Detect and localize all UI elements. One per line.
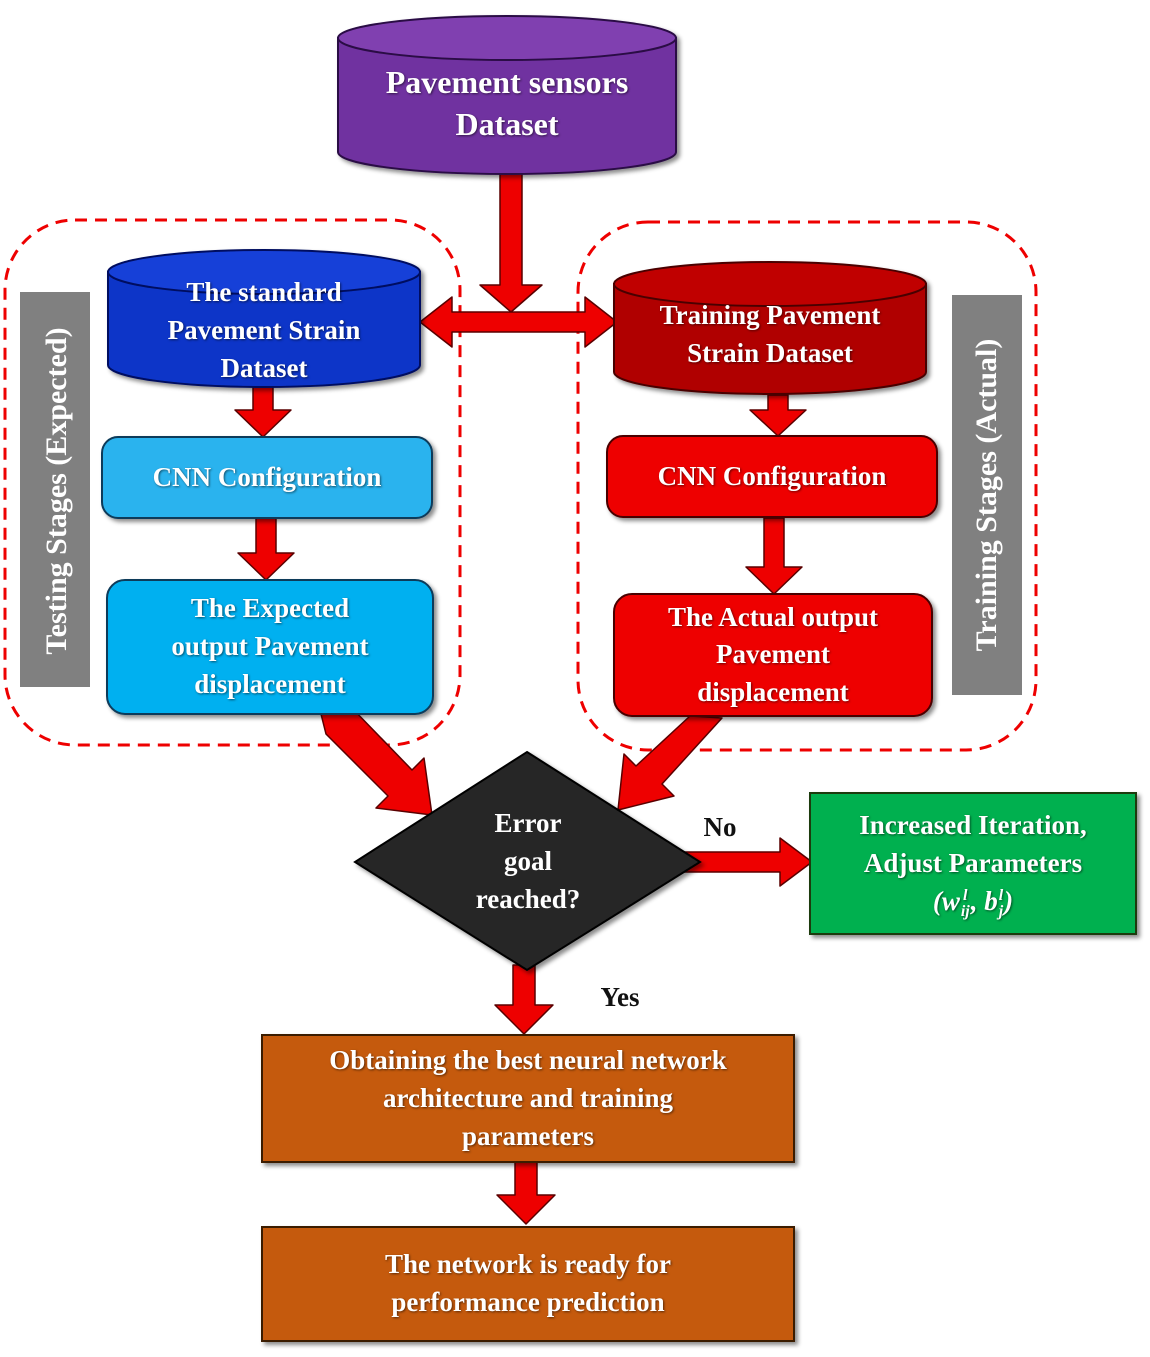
arrow-sensors-down xyxy=(479,169,543,313)
actual-label: The Actual output Pavement displacement xyxy=(614,596,932,714)
sensors-line2: Dataset xyxy=(455,106,559,142)
decision-line2: goal xyxy=(503,846,552,877)
cnn-left-label: CNN Configuration xyxy=(152,461,382,492)
decision-label: Error goal reached? xyxy=(430,803,626,921)
training-db-line1: Training Pavement xyxy=(659,300,881,331)
sensors-line1: Pavement sensors xyxy=(385,64,629,101)
expected-box xyxy=(106,579,434,715)
best-line1: Obtaining the best neural network xyxy=(329,1045,727,1076)
actual-line3: displacement xyxy=(697,676,849,707)
standard-line3: Dataset xyxy=(220,352,308,383)
decision-diamond xyxy=(353,750,702,972)
sensors-cylinder-body xyxy=(337,37,677,175)
standard-cylinder-top xyxy=(107,249,421,295)
cnn-left-box xyxy=(101,436,433,519)
arrow-best-to-ready xyxy=(496,1161,556,1225)
formula-close: ) xyxy=(1004,885,1014,916)
decision-line3: reached? xyxy=(475,883,581,914)
best-line2: architecture and training xyxy=(383,1083,673,1114)
actual-line1: The Actual output xyxy=(667,602,879,633)
arrow-expected-to-decision xyxy=(319,705,433,816)
formula-open: (w xyxy=(932,885,960,916)
testing-side-label: Testing Stages (Expected) xyxy=(40,327,73,655)
best-line3: parameters xyxy=(462,1120,594,1151)
arrow-yes xyxy=(494,964,554,1035)
arrow-right-1 xyxy=(749,394,807,437)
formula-b-sub: j xyxy=(998,902,1004,920)
training-side-label: Training Stages (Actual) xyxy=(970,338,1003,652)
standard-label: The standard Pavement Strain Dataset xyxy=(108,275,420,387)
standard-line1: The standard xyxy=(186,277,342,308)
edge-label-yes: Yes xyxy=(600,982,640,1013)
formula-w-sup: l xyxy=(963,886,968,904)
arrow-right-2 xyxy=(745,517,803,595)
ready-box xyxy=(261,1226,795,1342)
ready-line1: The network is ready for xyxy=(385,1249,671,1280)
testing-side-panel xyxy=(20,292,90,687)
ready-label: The network is ready for performance pre… xyxy=(262,1232,794,1336)
arrow-left-2 xyxy=(237,517,295,581)
training-db-line2: Strain Dataset xyxy=(687,338,853,368)
training-cylinder-body xyxy=(613,283,927,395)
standard-cylinder-body xyxy=(107,271,421,388)
adjust-line2: Adjust Parameters xyxy=(863,848,1083,879)
arrow-left-1 xyxy=(234,384,292,438)
best-box xyxy=(261,1034,795,1163)
sensors-cylinder-top xyxy=(337,15,677,61)
actual-box xyxy=(613,593,933,717)
expected-line1: The Expected xyxy=(190,593,350,624)
training-side-panel xyxy=(952,295,1022,695)
sensors-label: Pavement sensors Dataset xyxy=(338,58,676,150)
standard-line2: Pavement Strain xyxy=(167,315,361,346)
best-label: Obtaining the best neural network archit… xyxy=(262,1040,794,1158)
cnn-right-box xyxy=(606,435,938,518)
training-cylinder-top xyxy=(613,261,927,307)
training-group-border xyxy=(576,220,1038,752)
adjust-box xyxy=(809,792,1137,935)
adjust-line1: Increased Iteration, xyxy=(859,810,1087,841)
adjust-label: Increased Iteration, Adjust Parameters (… xyxy=(810,798,1136,930)
actual-line2: Pavement xyxy=(716,639,830,670)
formula-b-sup: l xyxy=(998,886,1004,904)
formula-sep: , b xyxy=(970,885,998,916)
ready-line2: performance prediction xyxy=(391,1287,665,1317)
decision-line1: Error xyxy=(494,808,562,839)
expected-label: The Expected output Pavement displacemen… xyxy=(107,582,433,712)
expected-line2: output Pavement xyxy=(171,631,369,662)
cnn-right-label: CNN Configuration xyxy=(657,460,887,491)
edge-label-no: No xyxy=(703,812,737,843)
training-db-label: Training Pavement Strain Dataset xyxy=(614,296,926,374)
arrow-actual-to-decision xyxy=(617,715,723,811)
formula-w-sub: ij xyxy=(960,902,970,920)
expected-line3: displacement xyxy=(194,668,346,699)
arrow-no xyxy=(679,837,813,887)
